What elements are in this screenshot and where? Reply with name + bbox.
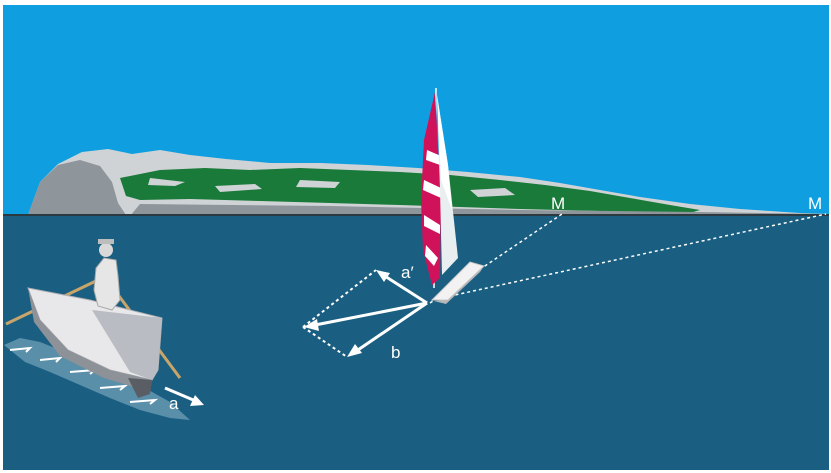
mark-far-label: M: [808, 194, 822, 213]
sightline-far: [431, 213, 827, 301]
vector-a-arrow: [164, 386, 204, 406]
vector-a-label: a: [169, 394, 179, 413]
vector-resultant-arrow: [309, 301, 428, 328]
sailboat-icon: [421, 87, 485, 304]
vector-b-arrow: [351, 301, 428, 356]
mark-near-label: M: [551, 194, 565, 213]
vector-b-label: b: [391, 343, 400, 362]
force-diagram: [302, 269, 428, 358]
rowboat-with-rower-icon: [4, 239, 190, 420]
vector-a-prime-arrow: [379, 271, 428, 305]
vector-a-prime-label: a′: [401, 263, 414, 282]
